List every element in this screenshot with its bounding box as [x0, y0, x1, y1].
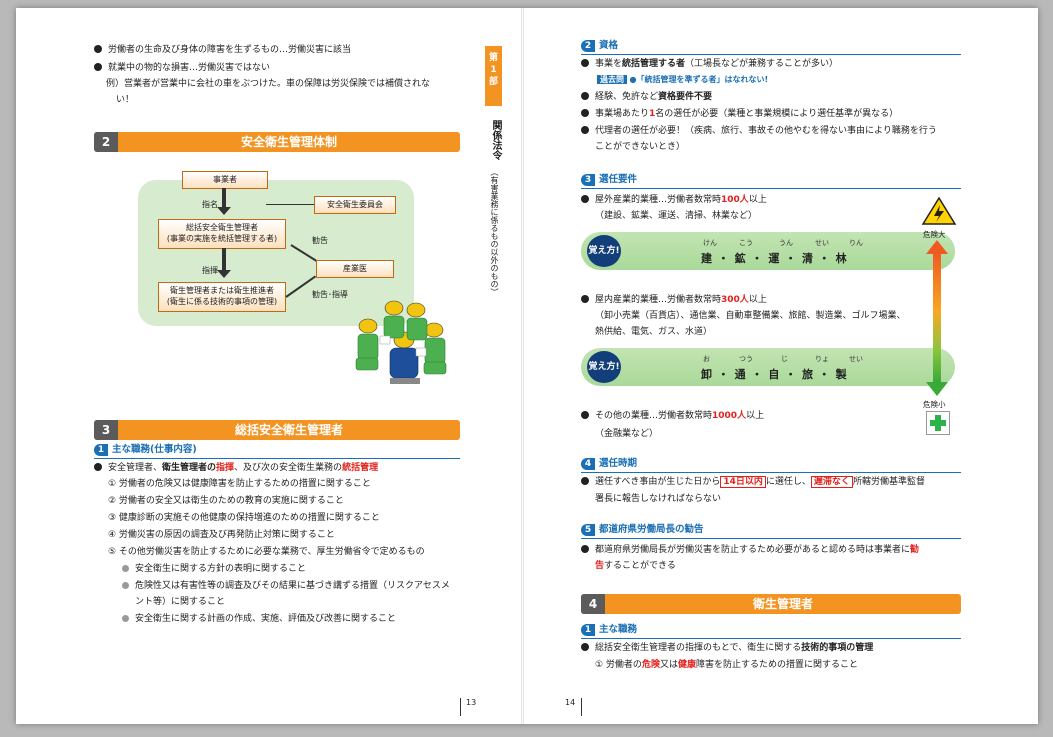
list-item: 事業場あたり1名の選任が必要（業種と事業規模により選任基準が異なる） — [581, 108, 898, 121]
arrow-down-icon — [217, 270, 231, 278]
example-text: 例）営業者が営業中に会社の車をぶつけた。車の保障は労災保険では補償されな — [106, 79, 431, 89]
list-item-cont: （建設、鉱業、運送、清掃、林業など） — [595, 211, 758, 221]
advice-label: 勧告 — [312, 236, 328, 245]
danger-low-label: 危険小 — [923, 400, 946, 409]
ruby: せい — [815, 239, 829, 247]
list-item: 代理者の選任が必要！（疾病、旅行、事故その他やむを得ない事由により職務を行う — [581, 125, 937, 138]
sub-list-item: 危険性又は有害性等の調査及びその結果に基づき講ずる措置（リスクアセスメ — [122, 580, 450, 593]
arrow-up-icon — [926, 240, 948, 254]
list-item-cont: 告することができる — [595, 561, 676, 571]
frequent-tag: 過去問 — [597, 75, 627, 84]
arrow-line — [222, 188, 226, 210]
list-item: ① 労働者の危険又は健康障害を防止するための措置に関すること — [108, 479, 371, 489]
ruby: せい — [849, 355, 863, 363]
safety-cross-icon — [926, 411, 950, 435]
sub-list-item: 安全衛生に関する計画の作成、実施、評価及び改善に関すること — [122, 613, 396, 626]
mnemonic-band: 覚え方! — [581, 348, 955, 386]
list-item: 事業を統括管理する者（工場長などが兼務することが多い） — [581, 58, 838, 71]
arrow-down-icon — [926, 382, 948, 396]
manager-box: 衛生管理者または衛生推進者 (衛生に係る技術的事項の管理) — [158, 282, 286, 312]
part-tab: 第 1 部 — [485, 46, 502, 106]
ruby: こう — [739, 239, 753, 247]
high-voltage-icon — [921, 196, 957, 225]
mnemonic-badge: 覚え方! — [587, 235, 621, 267]
ruby: けん — [703, 239, 717, 247]
section-heading: 3 総括安全衛生管理者 — [94, 420, 460, 440]
advice-label: 勧告･指導 — [312, 290, 348, 299]
list-item: 屋内産業的業種…労働者数常時300人以上 — [581, 294, 767, 307]
ruby: じ — [781, 355, 788, 363]
list-item-cont: 熱供給、電気、ガス、水道） — [595, 327, 713, 337]
duty-line: 安全管理者、衛生管理者の指揮、及び次の安全衛生業務の統括管理 — [94, 462, 378, 475]
example-text: い！ — [116, 95, 135, 105]
arrow-label: 指揮 — [202, 266, 218, 275]
mnemonic-text: 卸 ・ 通 ・ 自 ・ 旅 ・ 製 — [701, 368, 848, 381]
section-heading: 4 衛生管理者 — [581, 594, 961, 614]
list-item: 都道府県労働局長が労働災害を防止するため必要があると認める時は事業者に勧 — [581, 544, 919, 557]
ruby: うん — [779, 239, 793, 247]
ruby: りょ — [815, 355, 829, 363]
list-item: その他の業種…労働者数常時1000人以上 — [581, 410, 764, 423]
gutter — [521, 8, 524, 724]
list-item: ② 労働者の安全又は衛生のための教育の実施に関すること — [108, 496, 344, 506]
list-item-cont: （金融業など） — [595, 429, 659, 439]
list-item-cont: ① 労働者の危険又は健康障害を防止するための措置に関すること — [595, 660, 858, 670]
danger-high-label: 危険大 — [923, 230, 946, 239]
sub-list-item: 安全衛生に関する方針の表明に関すること — [122, 563, 306, 576]
list-item-cont: 署長に報告しなければならない — [595, 494, 722, 504]
mnemonic-badge: 覚え方! — [587, 351, 621, 383]
sub-list-item: ント等）に関すること — [135, 597, 226, 607]
book-spread: 労働者の生命及び身体の障害を生ずるもの…労働災害に該当 就業中の物的な損害…労働… — [16, 8, 1038, 724]
list-item: ④ 労働災害の原因の調査及び再発防止対策に関すること — [108, 530, 335, 540]
page-number: 14 — [565, 698, 576, 707]
vertical-title: 関係法令 — [490, 120, 501, 160]
frequent-note: 過去問 ●「統括管理を準ずる者」はなれない! — [597, 74, 768, 86]
arrow-label: 指名 — [202, 200, 218, 209]
danger-gradient — [933, 254, 941, 382]
ruby: りん — [849, 239, 863, 247]
ruby: お — [703, 355, 710, 363]
list-item: 総括安全衛生管理者の指揮のもとで、衛生に関する技術的事項の管理 — [581, 642, 873, 655]
arrow-line — [222, 248, 226, 272]
list-item: 労働者の生命及び身体の障害を生ずるもの…労働災害に該当 — [94, 44, 351, 57]
list-item: ③ 健康診断の実施その他健康の保持増進のための措置に関すること — [108, 513, 380, 523]
doctor-box: 産業医 — [316, 260, 394, 278]
list-item: 就業中の物的な損害…労働災害ではない — [94, 62, 270, 75]
list-item-cont: （卸小売業（百貨店）、通信業、自動車整備業、旅館、製造業、ゴルフ場業、 — [595, 311, 906, 321]
page-rule — [581, 698, 582, 716]
list-item-cont: ことができないとき） — [595, 142, 686, 152]
list-item: 屋外産業的業種…労働者数常時100人以上 — [581, 194, 767, 207]
list-item: 経験、免許など資格要件不要 — [581, 91, 712, 104]
vertical-subtitle: （有害業務に係るもの以外のもの） — [490, 168, 499, 296]
page-number: 13 — [466, 698, 477, 707]
left-page: 労働者の生命及び身体の障害を生ずるもの…労働災害に該当 就業中の物的な損害…労働… — [16, 8, 522, 724]
mnemonic-band: 覚え方! — [581, 232, 955, 270]
page-rule — [460, 698, 461, 716]
general-manager-box: 総括安全衛生管理者 (事業の実施を統括管理する者) — [158, 219, 286, 249]
arrow-down-icon — [217, 207, 231, 215]
committee-box: 安全衛生委員会 — [314, 196, 396, 214]
employer-box: 事業者 — [182, 171, 268, 189]
ruby: つう — [739, 355, 753, 363]
connector-line — [266, 204, 314, 205]
list-item: ⑤ その他労働災害を防止するために必要な業務で、厚生労働省令で定めるもの — [108, 547, 425, 557]
mnemonic-text: 建 ・ 鉱 ・ 運 ・ 清 ・ 林 — [701, 252, 848, 265]
section-heading: 2 安全衛生管理体制 — [94, 132, 460, 152]
workers-illustration — [355, 300, 447, 384]
